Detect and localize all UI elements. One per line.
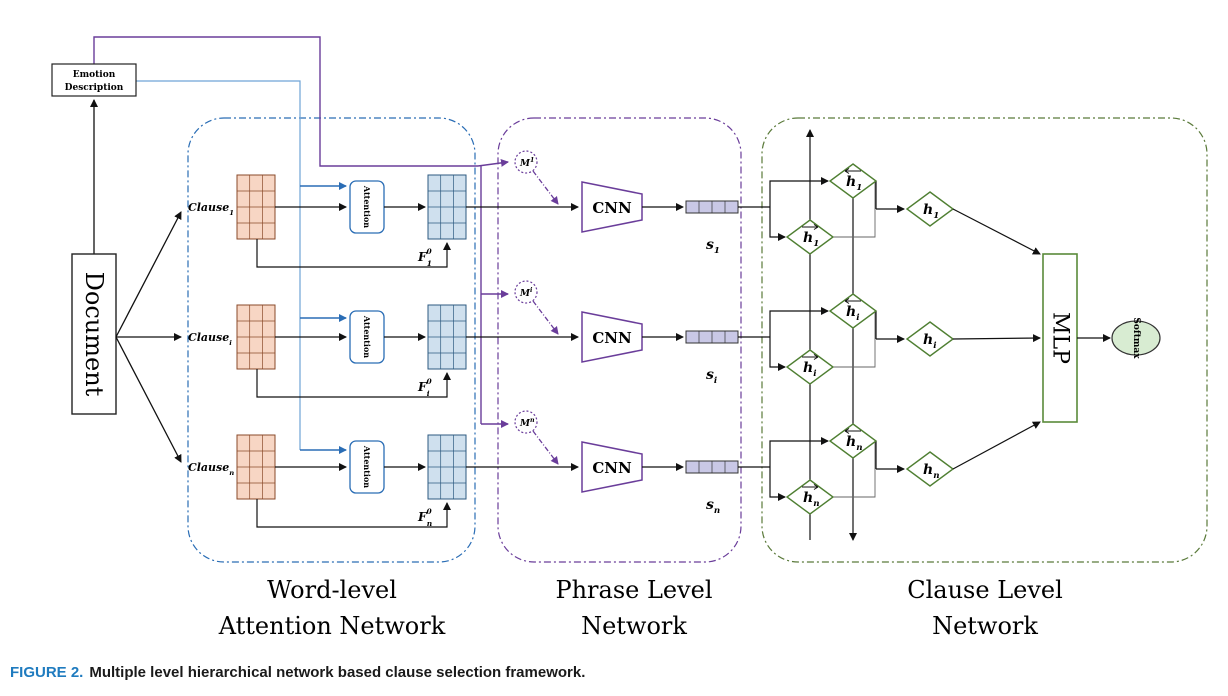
input-to-forward-i [769,337,786,371]
s-label-n: sn [706,497,720,516]
mlp-label: MLP [1048,312,1073,364]
input-to-backward-1 [769,177,829,207]
output-to-mlp-1 [952,208,1041,255]
clause-panel-title-1: Clause Level [907,576,1063,604]
residual-line-n [256,499,451,528]
document-label: Document [80,272,108,397]
clause-level-panel [761,117,1208,563]
m-label-1: M1 [519,157,534,169]
m-circle-n [514,410,538,434]
clause-matrix-i [236,304,276,370]
clause-matrix-1 [236,174,276,240]
clause-label-n: Clausen [188,461,234,477]
m-label-n: Mn [519,417,535,429]
cnn-block-n [581,441,643,493]
emotion-blue-line [136,80,301,450]
cnn-label-1: CNN [592,199,632,217]
mlp-box [1042,253,1078,423]
output-h-n: hn [905,451,955,487]
emotion-description-box [51,63,137,97]
output-to-mlp-i [952,334,1041,343]
s-vector-1 [685,200,739,214]
phrase-panel-title-1: Phrase Level [555,576,712,604]
feature-matrix-i [427,304,467,370]
backward-h-1: h1 [828,163,878,199]
m-to-cnn-1 [532,170,559,205]
word-panel-title-2: Attention Network [218,612,446,640]
output-h-1: h1 [905,191,955,227]
svg-text:hn: hn [846,434,863,453]
forward-h-n: hn [785,479,835,515]
word-level-panel [187,117,476,563]
svg-text:hi: hi [803,360,816,379]
document-box [71,253,117,415]
m-label-i: Mi [519,287,533,299]
forward-h-1: h1 [785,219,835,255]
residual-line-1 [256,239,451,268]
figure-caption: FIGURE 2. Multiple level hierarchical net… [10,664,585,681]
emotion-label-line1: Emotion [73,70,116,80]
s-label-i: si [706,367,717,386]
svg-text:hn: hn [803,490,820,509]
backward-h-i: hi [828,293,878,329]
input-to-forward-n [769,467,786,501]
softmax-node [1111,320,1161,356]
svg-text:h1: h1 [923,202,939,221]
clause-panel-title-2: Network [932,612,1038,640]
emotion-purple-arrow [477,158,509,167]
phrase-panel-title-2: Network [581,612,687,640]
svg-text:h1: h1 [803,230,819,249]
svg-text:h1: h1 [846,174,862,193]
output-h-i: hi [905,321,955,357]
input-to-backward-n [769,437,829,467]
phrase-level-panel [497,117,742,563]
figure-caption-text: Multiple level hierarchical network base… [89,664,586,681]
doc-arrow-n [115,336,182,463]
s-vector-n [685,460,739,474]
s-vector-i [685,330,739,344]
figure-number: FIGURE 2. [10,664,84,681]
m-circle-i [514,280,538,304]
input-to-forward-1 [769,207,786,241]
feature-matrix-n [427,434,467,500]
input-to-backward-i [769,307,829,337]
svg-text:hi: hi [846,304,859,323]
feature-matrix-1 [427,174,467,240]
m-to-cnn-i [532,300,559,335]
forward-h-i: hi [785,349,835,385]
backward-h-n: hn [828,423,878,459]
m-circle-1 [514,150,538,174]
clause-label-i: Clausei [188,331,232,347]
output-to-mlp-n [952,421,1041,470]
cnn-label-n: CNN [592,459,632,477]
svg-text:hn: hn [923,462,940,481]
softmax-label: Softmax [1131,317,1141,359]
emotion-label-line2: Description [65,83,124,93]
word-panel-title-1: Word-level [267,576,397,604]
cnn-block-1 [581,181,643,233]
residual-line-i [256,369,451,398]
cnn-block-i [581,311,643,363]
attention-label-i: Attention [362,315,372,358]
m-to-cnn-n [532,430,559,465]
clause-matrix-n [236,434,276,500]
emotion-purple-line [93,36,478,167]
clause-label-1: Clause1 [188,201,234,217]
doc-arrow-1 [115,211,182,338]
cnn-label-i: CNN [592,329,632,347]
attention-label-n: Attention [362,445,372,488]
s-label-1: s1 [706,237,720,256]
attention-label-1: Attention [362,185,372,228]
svg-text:hi: hi [923,332,936,351]
